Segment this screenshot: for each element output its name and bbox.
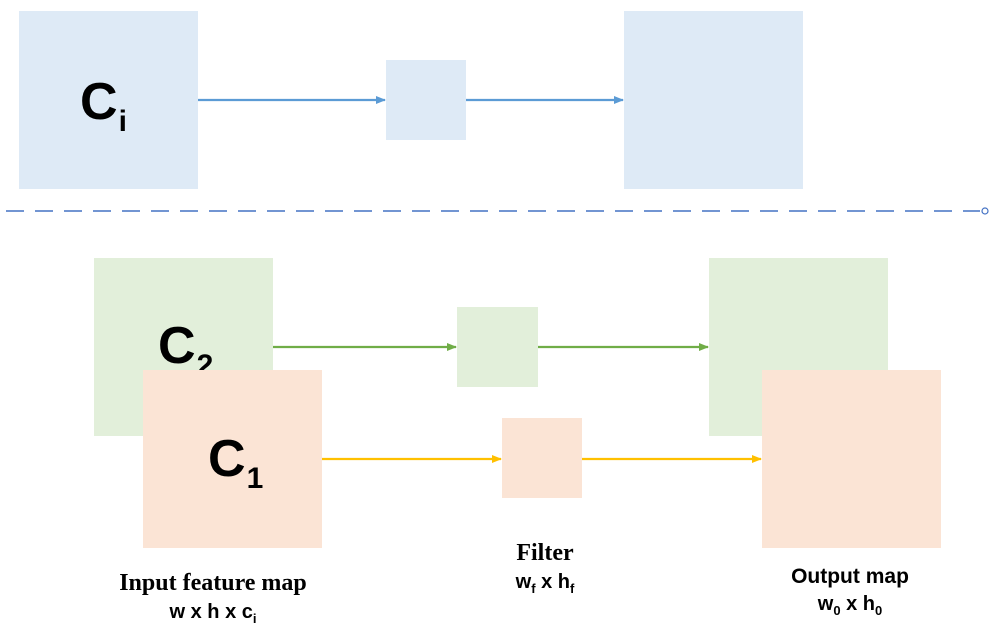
filter-caption-dims: wf x hf [515, 571, 575, 596]
input-caption-title: Input feature map [119, 570, 307, 596]
filter-caption: Filter wf x hf [480, 540, 610, 596]
front-output-box [762, 370, 941, 548]
filter-caption-title: Filter [516, 540, 574, 566]
front-input-box [143, 370, 322, 548]
input-caption-dims: w x h x ci [169, 601, 257, 626]
divider-end-dot [981, 207, 989, 215]
front-input-label: C1 [208, 430, 264, 495]
back-input-label: C2 [158, 317, 214, 382]
output-caption-title: Output map [791, 565, 909, 588]
back-filter-box [457, 307, 538, 387]
top-input-box [19, 11, 198, 189]
output-caption-dims: w0 x h0 [817, 593, 883, 618]
top-output-box [624, 11, 803, 189]
top-input-label: Ci [80, 73, 127, 138]
front-filter-box [502, 418, 582, 498]
input-caption: Input feature map w x h x ci [88, 570, 338, 626]
top-filter-box [386, 60, 466, 140]
output-caption: Output map w0 x h0 [755, 565, 945, 618]
